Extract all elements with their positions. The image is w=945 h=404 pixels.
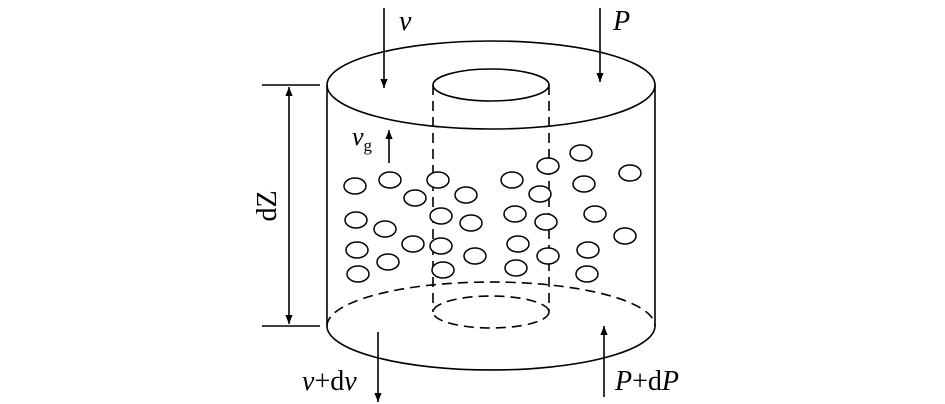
gas-bubble	[572, 175, 596, 193]
gas-bubble	[454, 186, 478, 204]
label-v-plus-dv-v2: v	[344, 366, 357, 397]
gas-bubble	[378, 171, 402, 189]
gas-bubble	[536, 157, 560, 175]
gas-bubble	[373, 220, 397, 238]
gas-bubble	[343, 177, 367, 195]
gas-bubble	[376, 253, 400, 271]
gas-bubble	[506, 235, 530, 253]
label-dz: dZ	[252, 190, 283, 221]
label-v-plus-dv-op: +d	[314, 366, 344, 397]
gas-bubble	[528, 185, 552, 203]
gas-bubble	[346, 265, 370, 283]
gas-bubble	[536, 247, 560, 265]
outer-bottom-front	[326, 325, 656, 371]
gas-bubble	[431, 261, 455, 279]
gas-bubble	[429, 237, 453, 255]
outer-top-ellipse	[326, 40, 656, 130]
gas-bubbles	[343, 144, 642, 283]
label-vg: vg	[352, 122, 373, 155]
gas-bubble	[426, 171, 450, 189]
label-v-plus-dv: v+dv	[302, 366, 357, 397]
gas-bubble	[583, 205, 607, 223]
gas-bubble	[504, 259, 528, 277]
gas-bubble	[345, 241, 369, 259]
gas-bubble	[503, 205, 527, 223]
gas-bubble	[569, 144, 593, 162]
gas-bubble	[575, 265, 599, 283]
gas-bubble	[463, 247, 487, 265]
gas-bubble	[534, 213, 558, 231]
gas-bubble	[401, 235, 425, 253]
label-v-top: v	[399, 6, 412, 37]
gas-bubble	[459, 214, 483, 232]
gas-bubble	[403, 189, 427, 207]
gas-bubble	[576, 241, 600, 259]
gas-bubble	[618, 164, 642, 182]
label-p-plus-dp: P+dP	[614, 366, 679, 397]
inner-bottom-ellipse	[432, 295, 550, 329]
label-vg-sub: g	[364, 136, 373, 155]
label-p-top: P	[612, 6, 630, 37]
label-p-plus-dp-p2: P	[661, 366, 679, 397]
gas-bubble	[500, 171, 524, 189]
outer-bottom-back	[326, 281, 656, 327]
label-p-plus-dp-p: P	[614, 366, 632, 397]
label-v-plus-dv-v: v	[302, 366, 315, 397]
gas-bubble	[613, 227, 637, 245]
label-p-plus-dp-op: +d	[632, 366, 662, 397]
inner-top-ellipse	[432, 68, 550, 102]
gas-bubble	[344, 211, 368, 229]
gas-bubble	[429, 207, 453, 225]
label-vg-main: v	[352, 122, 364, 151]
